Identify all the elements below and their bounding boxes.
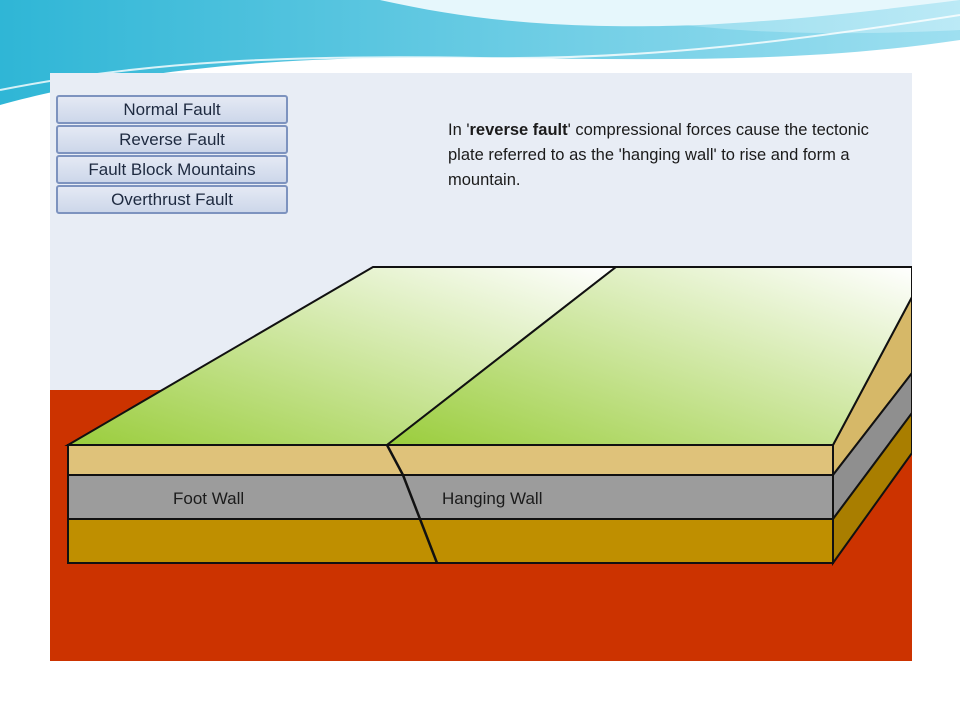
topsoil-layer [67,444,834,476]
bottom-rock-layer [67,518,834,564]
overthrust-fault-button[interactable]: Overthrust Fault [56,185,288,214]
header-wave-line [0,14,960,91]
foot-wall-label: Foot Wall [173,489,245,508]
fault-description: In 'reverse fault' compressional forces … [448,118,888,193]
description-rest: ' compressional forces cause the tectoni… [448,121,869,189]
diagram-panel: Normal Fault Reverse Fault Fault Block M… [50,73,912,661]
middle-rock-layer [67,474,834,520]
fault-block-mountains-button[interactable]: Fault Block Mountains [56,155,288,184]
normal-fault-button[interactable]: Normal Fault [56,95,288,124]
fault-line [385,444,439,564]
header-wave-light [380,0,960,27]
reverse-fault-button[interactable]: Reverse Fault [56,125,288,154]
hanging-wall-label: Hanging Wall [442,489,543,508]
description-term: reverse fault [469,121,568,139]
fault-type-menu: Normal Fault Reverse Fault Fault Block M… [56,95,288,215]
description-prefix: In ' [448,121,470,139]
